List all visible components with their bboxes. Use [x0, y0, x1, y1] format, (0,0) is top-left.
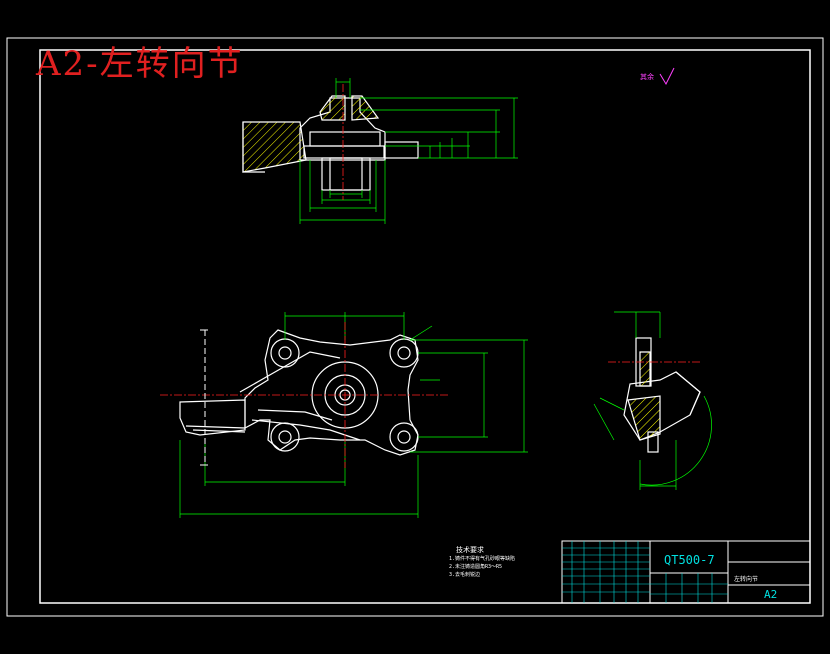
technical-note-2: 2.未注铸造圆角R3～R5	[449, 564, 503, 570]
title-block-subgrid	[562, 541, 728, 603]
roughness-symbol	[659, 67, 675, 86]
top-view-dimensions	[299, 78, 518, 224]
technical-note-1: 1.铸件不得有气孔砂眼等缺陷	[449, 556, 516, 562]
material-label: QT500-7	[664, 553, 715, 567]
side-section-view	[623, 337, 701, 453]
inner-frame	[39, 49, 811, 604]
section-marker-a	[200, 329, 208, 466]
side-view-dimensions	[593, 311, 712, 490]
roughness-note: 其余	[640, 73, 654, 81]
hatched-arm-section	[242, 121, 307, 173]
outer-frame	[6, 37, 824, 617]
sheet-title: A2-左转向节	[36, 44, 244, 84]
front-view	[179, 329, 419, 456]
front-view-centerlines	[160, 322, 450, 468]
technical-notes-heading: 技术要求	[456, 546, 484, 554]
sheet-size-label: A2	[764, 588, 778, 601]
hatched-boss-section	[319, 95, 346, 121]
part-name-label: 左转向节	[734, 576, 759, 583]
technical-note-3: 3.去毛刺锐边	[449, 572, 481, 578]
title-block-grid	[561, 540, 811, 604]
front-view-dimensions	[179, 312, 528, 518]
top-section-view	[242, 95, 419, 191]
